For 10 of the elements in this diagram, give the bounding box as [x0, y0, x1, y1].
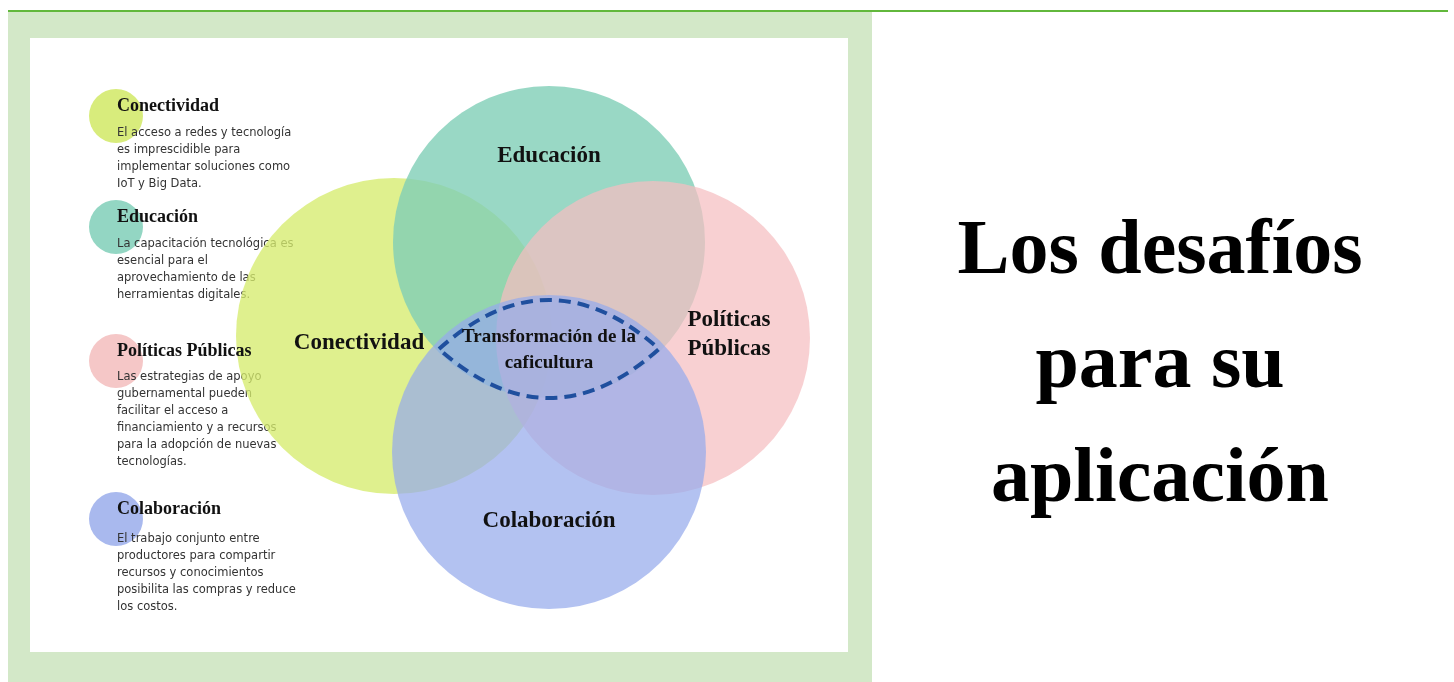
legend-heading: Educación [117, 206, 199, 227]
center-label: Transformación de la caficultura [461, 324, 637, 374]
description-text: El trabajo conjunto entre productores para compartir recursos y conocimientos posibilita las compras y reduce los costos. [117, 530, 297, 615]
circle-label: Colaboración [482, 504, 616, 534]
circle-label: Conectividad [293, 326, 425, 356]
circle-label: Políticas Públicas [674, 304, 784, 362]
circle-label: Educación [497, 139, 601, 169]
legend-heading: Políticas Públicas [117, 340, 252, 361]
page-title: Los desafíos para su aplicación [956, 202, 1364, 520]
legend-heading: Colaboración [117, 498, 221, 519]
